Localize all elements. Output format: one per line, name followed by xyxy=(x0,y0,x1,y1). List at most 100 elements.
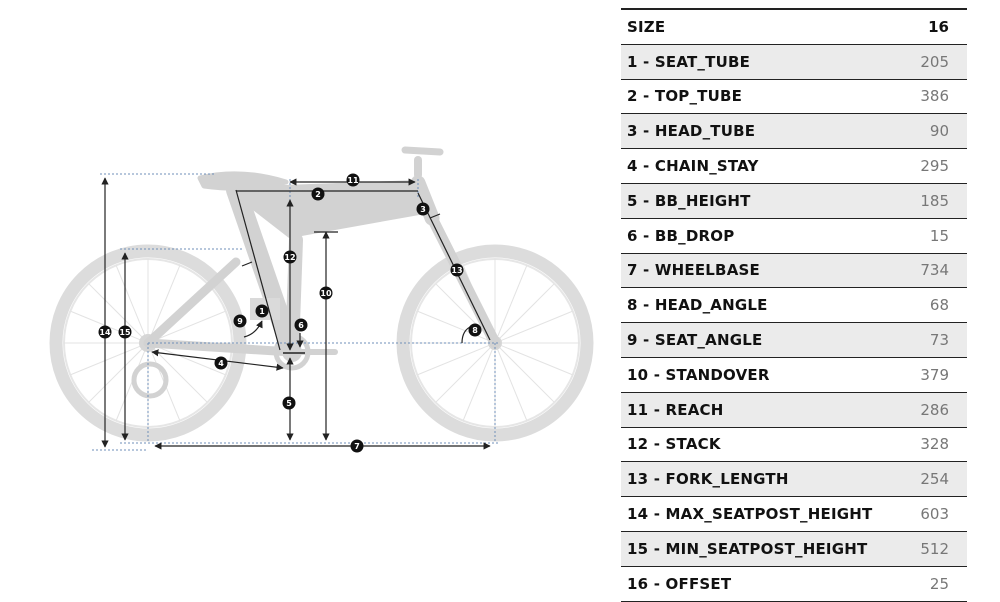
row-value: 379 xyxy=(895,357,967,393)
marker-label: 10 xyxy=(320,289,332,298)
marker-circle xyxy=(416,202,430,216)
marker-circle xyxy=(255,304,269,318)
row-value: 286 xyxy=(895,392,967,428)
row-label: 12 - STACK xyxy=(621,427,895,463)
marker-label: 3 xyxy=(420,205,426,214)
row-value: 15 xyxy=(895,218,967,254)
marker-label: 7 xyxy=(354,442,360,451)
row-label: 15 - MIN_SEATPOST_HEIGHT xyxy=(621,531,895,567)
row-value: 25 xyxy=(895,566,967,602)
row-value: 295 xyxy=(895,148,967,184)
marker-circle xyxy=(346,173,360,187)
marker-6: 6 xyxy=(294,318,308,332)
table-header-row: SIZE 16 xyxy=(621,7,967,45)
marker-label: 4 xyxy=(218,359,224,368)
row-value: 73 xyxy=(895,322,967,358)
row-label: 4 - CHAIN_STAY xyxy=(621,148,895,184)
marker-circle xyxy=(350,439,364,453)
row-label: 2 - TOP_TUBE xyxy=(621,79,895,115)
marker-12: 12 xyxy=(283,250,297,264)
row-value: 90 xyxy=(895,113,967,150)
row-label: 9 - SEAT_ANGLE xyxy=(621,322,895,358)
row-value: 68 xyxy=(895,287,967,324)
marker-11: 11 xyxy=(346,173,360,187)
marker-circle xyxy=(468,323,482,337)
row-value: 254 xyxy=(895,461,967,498)
marker-circle xyxy=(98,325,112,339)
marker-circle xyxy=(282,396,296,410)
row-label: 1 - SEAT_TUBE xyxy=(621,44,895,80)
marker-15: 15 xyxy=(118,325,132,339)
row-label: 6 - BB_DROP xyxy=(621,218,895,254)
marker-label: 9 xyxy=(237,317,243,326)
marker-circle xyxy=(118,325,132,339)
row-label: 3 - HEAD_TUBE xyxy=(621,113,895,150)
marker-label: 8 xyxy=(472,326,478,335)
marker-circle xyxy=(294,318,308,332)
marker-8: 8 xyxy=(468,323,482,337)
row-label: 7 - WHEELBASE xyxy=(621,253,895,289)
marker-label: 6 xyxy=(298,321,304,330)
marker-label: 13 xyxy=(451,266,462,275)
marker-circle xyxy=(283,250,297,264)
size-header-label: SIZE xyxy=(621,7,895,45)
marker-circle xyxy=(233,314,247,328)
row-label: 14 - MAX_SEATPOST_HEIGHT xyxy=(621,496,895,532)
marker-label: 14 xyxy=(99,328,111,337)
row-value: 205 xyxy=(895,44,967,80)
row-label: 16 - OFFSET xyxy=(621,566,895,602)
row-value: 386 xyxy=(895,79,967,115)
dimension-arrows xyxy=(101,177,491,450)
row-label: 5 - BB_HEIGHT xyxy=(621,183,895,219)
row-label: 13 - FORK_LENGTH xyxy=(621,461,895,498)
row-label: 8 - HEAD_ANGLE xyxy=(621,287,895,324)
marker-circle xyxy=(311,187,325,201)
marker-4: 4 xyxy=(214,356,228,370)
row-value: 603 xyxy=(895,496,967,532)
marker-circle xyxy=(450,263,464,277)
row-label: 10 - STANDOVER xyxy=(621,357,895,393)
marker-label: 12 xyxy=(284,253,295,262)
marker-label: 2 xyxy=(315,190,321,199)
row-label: 11 - REACH xyxy=(621,392,895,428)
marker-3: 3 xyxy=(416,202,430,216)
marker-label: 5 xyxy=(286,399,292,408)
marker-9: 9 xyxy=(233,314,247,328)
marker-5: 5 xyxy=(282,396,296,410)
marker-label: 1 xyxy=(259,307,265,316)
row-value: 328 xyxy=(895,427,967,463)
marker-10: 10 xyxy=(319,286,333,300)
marker-label: 15 xyxy=(119,328,131,337)
marker-7: 7 xyxy=(350,439,364,453)
size-header-value: 16 xyxy=(895,7,967,45)
marker-circle xyxy=(319,286,333,300)
row-value: 185 xyxy=(895,183,967,219)
marker-1: 1 xyxy=(255,304,269,318)
marker-label: 11 xyxy=(347,176,359,185)
marker-2: 2 xyxy=(311,187,325,201)
row-value: 734 xyxy=(895,253,967,289)
row-value: 512 xyxy=(895,531,967,567)
marker-circle xyxy=(214,356,228,370)
marker-13: 13 xyxy=(450,263,464,277)
